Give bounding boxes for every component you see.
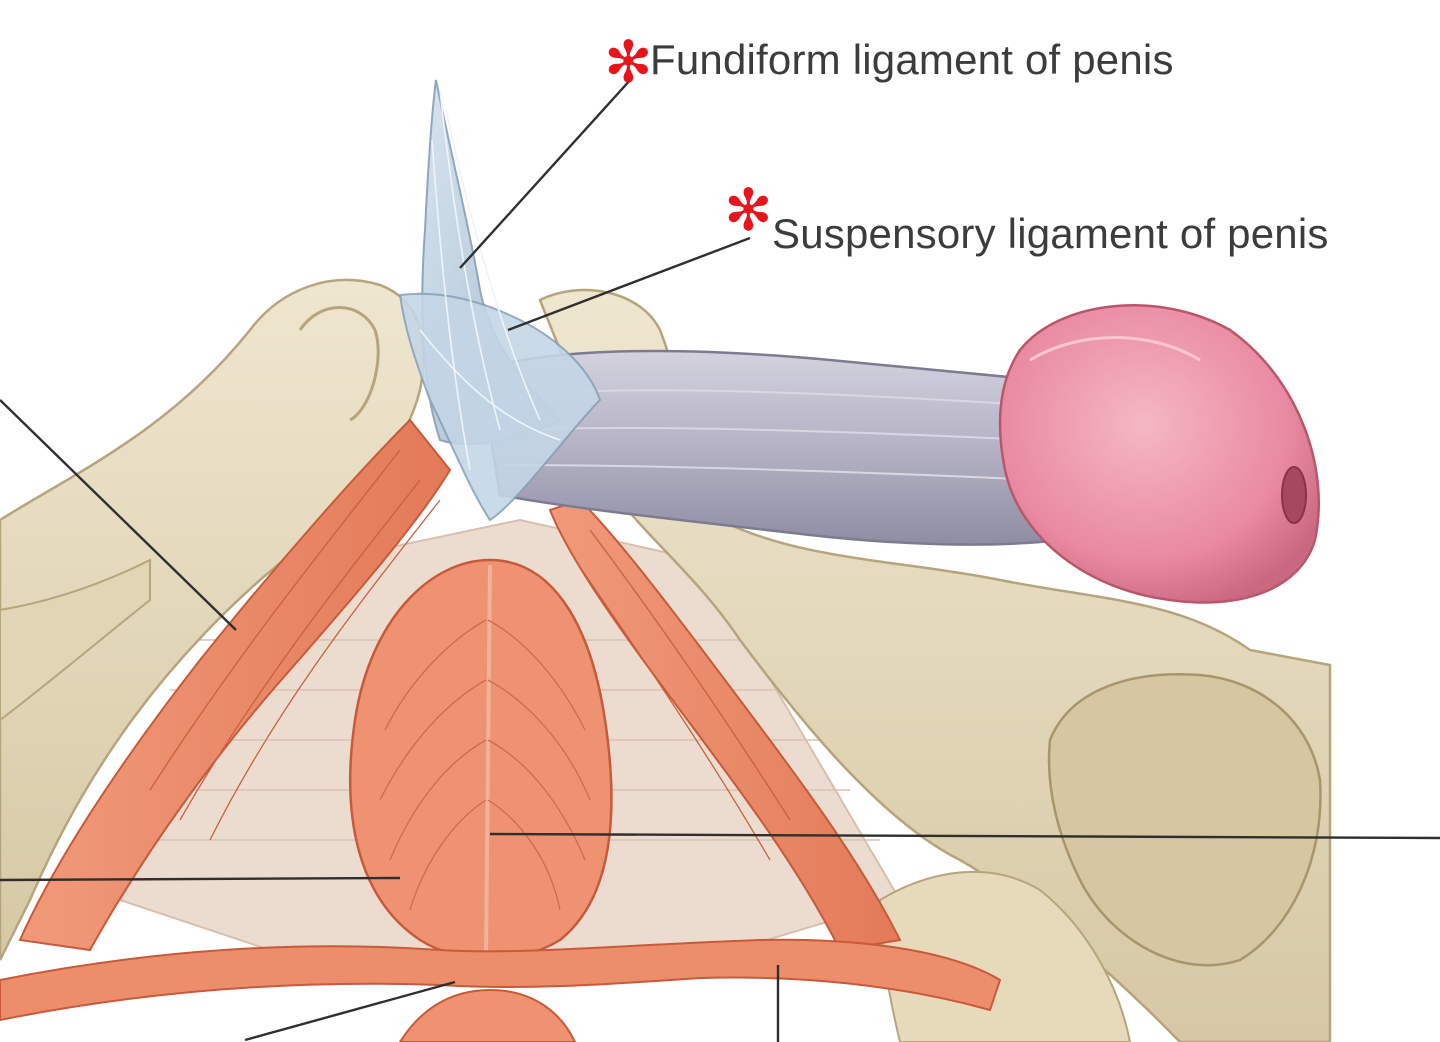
left-pubic-tubercle bbox=[298, 306, 380, 422]
suspensory-leader-line bbox=[507, 236, 751, 332]
fundiform-leader-line bbox=[459, 77, 633, 269]
fundiform-label: ✻ Fundiform ligament of penis bbox=[604, 28, 1174, 96]
suspensory-label-text: Suspensory ligament of penis bbox=[772, 210, 1329, 257]
glans-penis bbox=[998, 304, 1320, 604]
suspensory-label: ✻ Suspensory ligament of penis bbox=[724, 176, 1329, 257]
superficial-transverse-perineal-muscle bbox=[0, 938, 1002, 1022]
fundiform-asterisk-icon: ✻ bbox=[604, 28, 653, 96]
external-anal-sphincter bbox=[398, 988, 577, 1042]
ischiocavernosus-leader-line bbox=[0, 399, 237, 631]
perineal-body-leader-line bbox=[244, 980, 456, 1042]
muscle-fibers bbox=[149, 449, 791, 861]
glans-corona bbox=[1029, 336, 1201, 362]
suspensory-ligament bbox=[398, 292, 602, 522]
raphe-leader-line bbox=[489, 832, 1440, 840]
obturator-foramen bbox=[1047, 673, 1322, 967]
external-urethral-orifice bbox=[1281, 466, 1307, 524]
bulbospongiosus-raphe bbox=[484, 564, 492, 956]
fundiform-label-text: Fundiform ligament of penis bbox=[650, 36, 1174, 83]
ligament-fibers bbox=[419, 89, 561, 471]
bulbospongiosus-fibers bbox=[379, 619, 591, 911]
left-ischiocavernosus-muscle bbox=[18, 418, 452, 952]
suspensory-asterisk-icon: ✻ bbox=[724, 176, 773, 244]
left-ischial-ramus bbox=[0, 558, 151, 722]
bulbospongiosus-leader-line bbox=[0, 876, 401, 882]
